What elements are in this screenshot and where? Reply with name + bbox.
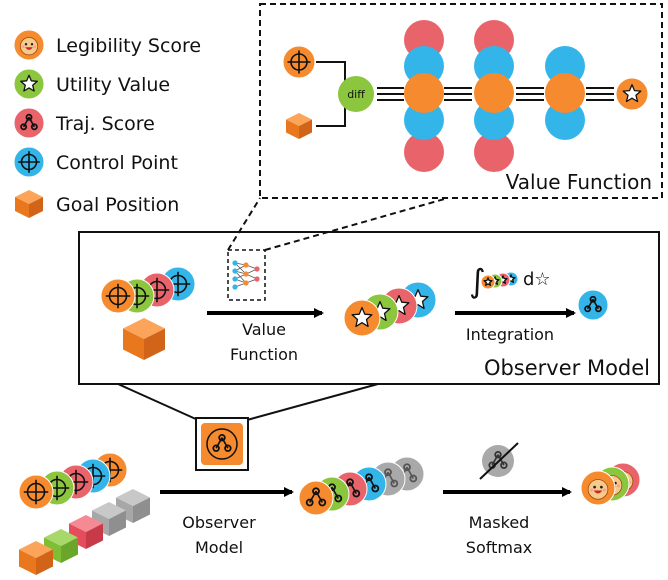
value-fn-label-2: Function — [230, 345, 298, 364]
utility-icon — [615, 77, 649, 111]
control-point-icon — [13, 146, 45, 178]
observer-label-2: Model — [195, 538, 243, 557]
softmax-label-1: Masked — [469, 513, 530, 532]
integrand-mini-stack — [480, 271, 519, 290]
control-point-stack — [100, 266, 196, 314]
control-point-stack — [18, 452, 128, 510]
goal-cube-icon — [286, 113, 312, 139]
diff-node — [338, 76, 374, 112]
legend-legibility: Legibility Score — [56, 35, 201, 57]
observer-model-icon — [206, 428, 238, 460]
legend-traj: Traj. Score — [55, 113, 155, 135]
legend-goal: Goal Position — [56, 194, 179, 216]
zoom-line — [264, 197, 449, 251]
observer-model-title: Observer Model — [484, 356, 650, 380]
softmax-label-2: Softmax — [466, 538, 532, 557]
zoom-line — [117, 383, 199, 421]
legend-control: Control Point — [56, 152, 178, 174]
neural-layer-3 — [545, 46, 585, 140]
observer-model-box — [78, 231, 660, 385]
traj-icon — [13, 107, 45, 139]
zoom-line — [246, 383, 379, 421]
observer-label-1: Observer — [182, 513, 256, 532]
neural-net-icon — [232, 260, 260, 290]
zoom-line — [227, 197, 261, 251]
value-fn-label-1: Value — [242, 320, 286, 339]
value-function-box — [259, 3, 663, 199]
legend: Legibility Score Utility Value Traj. Sco… — [13, 29, 201, 218]
neural-net-box — [227, 249, 266, 301]
legend-utility: Utility Value — [56, 74, 170, 96]
masked-traj-icon — [479, 442, 519, 480]
traj-icon — [577, 289, 609, 321]
utility-icon — [13, 68, 45, 100]
traj-score-stack — [298, 456, 425, 516]
value-function-title: Value Function — [506, 170, 652, 194]
control-point-icon — [282, 45, 316, 79]
neural-layer-1 — [404, 20, 444, 172]
integral-sign: ∫ — [469, 262, 486, 300]
utility-stack — [343, 281, 437, 337]
goal-cube-icon — [123, 318, 165, 360]
goal-cube-icon — [15, 190, 43, 218]
integral-suffix: d☆ — [523, 269, 551, 290]
neural-layer-2 — [474, 20, 514, 172]
goal-cube-row — [19, 489, 150, 575]
legibility-icon — [13, 29, 45, 61]
integration-label: Integration — [466, 325, 554, 344]
diff-label: diff — [347, 88, 365, 101]
layer-connectors — [377, 87, 614, 101]
legibility-stack — [580, 462, 641, 506]
